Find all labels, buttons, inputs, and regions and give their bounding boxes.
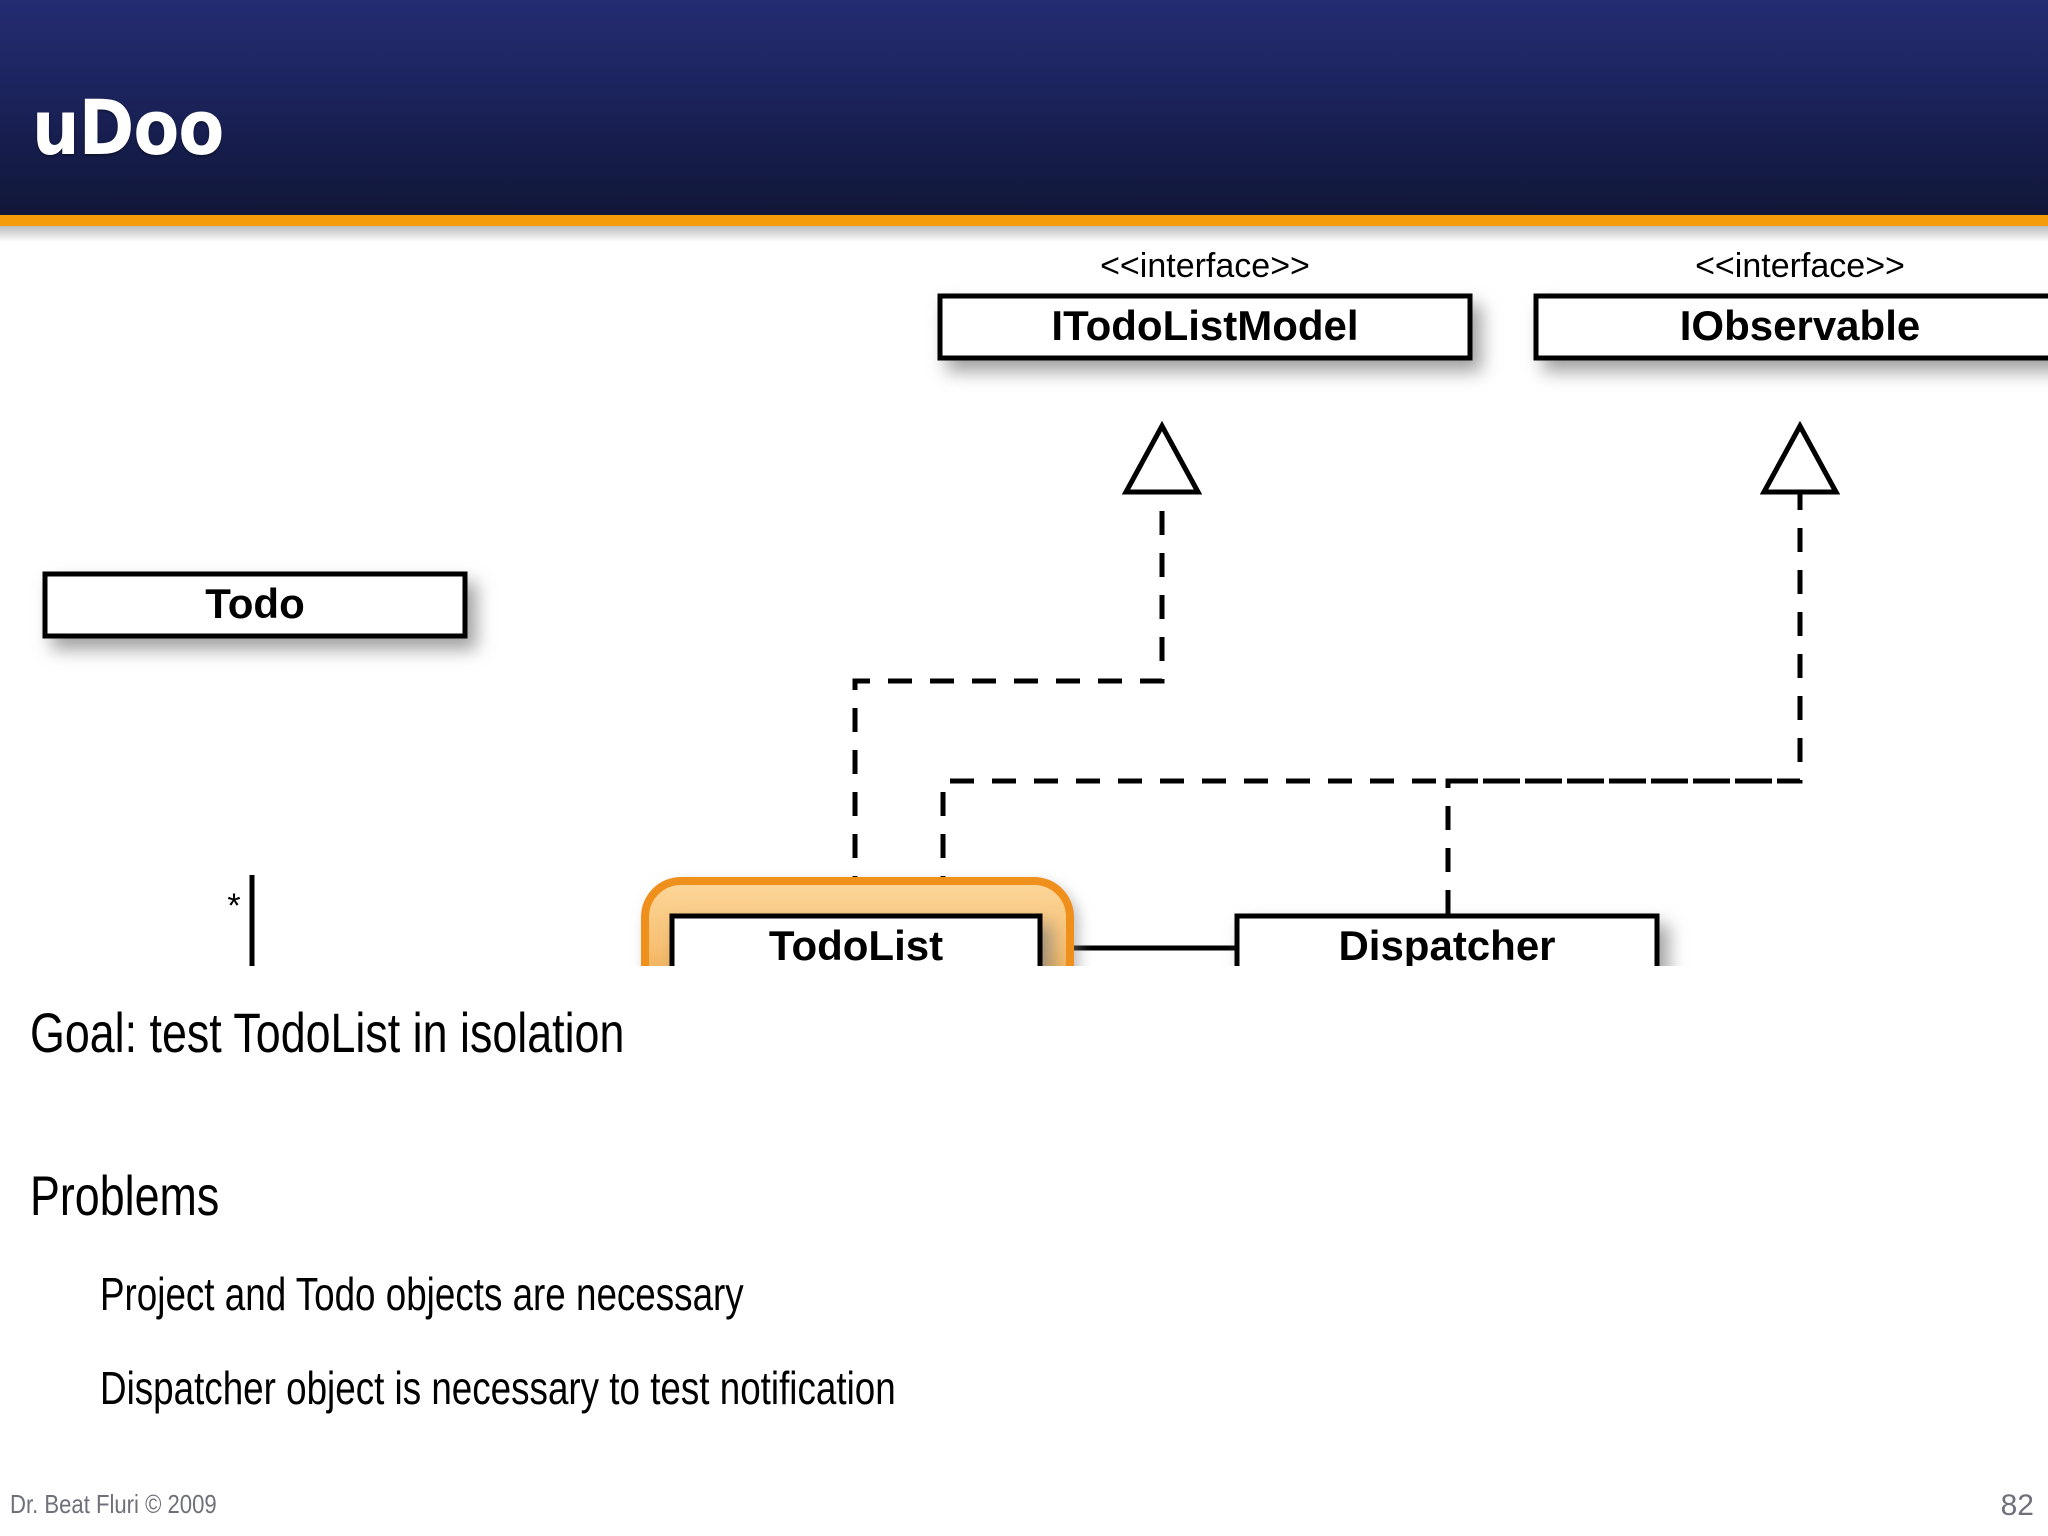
slide-header: uDoo — [0, 0, 2048, 215]
problems-heading: Problems — [30, 1164, 220, 1227]
uml-class-label-todo: Todo — [205, 580, 305, 627]
uml-class-todo[interactable]: Todo — [42, 571, 468, 639]
footer-author: Dr. Beat Fluri © 2009 — [10, 1489, 217, 1519]
problem-bullet-1: Dispatcher object is necessary to test n… — [100, 1362, 896, 1414]
goal-statement: Goal: test TodoList in isolation — [30, 1001, 625, 1064]
footer-page-number: 82 — [2000, 1489, 2034, 1522]
stereotype-itodolistmodel: <<interface>> — [1100, 247, 1310, 285]
uml-class-label-itodolistmodel: ITodoListModel — [1051, 302, 1358, 349]
uml-class-label-dispatcher: Dispatcher — [1338, 922, 1555, 966]
uml-class-todolist[interactable]: TodoList — [641, 877, 1074, 966]
header-accent-rule — [0, 215, 2048, 226]
realization-todolist-itodolistmodel — [852, 420, 1203, 942]
uml-class-itodolistmodel[interactable]: ITodoListModel — [937, 293, 1473, 361]
problem-bullet-0: Project and Todo objects are necessary — [100, 1268, 744, 1320]
uml-class-label-todolist: TodoList — [769, 922, 943, 966]
uml-class-label-iobservable: IObservable — [1680, 302, 1920, 349]
multiplicity-todo-project: * — [227, 887, 240, 925]
uml-class-dispatcher[interactable]: Dispatcher — [1234, 913, 1660, 966]
uml-class-iobservable[interactable]: IObservable — [1533, 293, 2048, 361]
stereotype-iobservable: <<interface>> — [1695, 247, 1905, 285]
realization-dispatcher-iobservable — [1445, 420, 1841, 966]
page-title: uDoo — [32, 83, 224, 172]
uml-class-diagram: * 1..* <<interface>> <<interface>> ITodo… — [0, 226, 2048, 966]
